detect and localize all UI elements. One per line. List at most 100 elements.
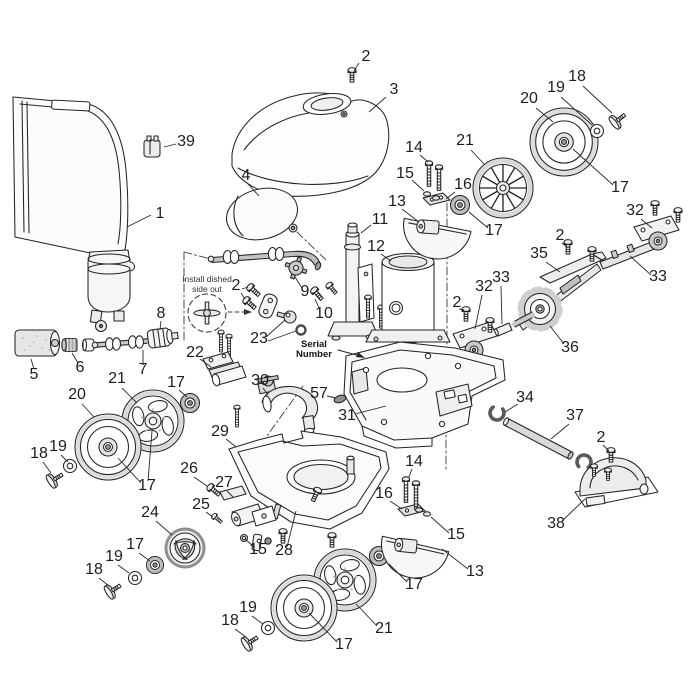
serial-number-label-line1: Serial [301,339,327,350]
diagram-notes: Install dished side out Serial Number [182,274,332,360]
leader-line [193,476,208,487]
part-callout-34: 34 [516,389,534,406]
leader-line [408,468,413,478]
part-19-washer [62,458,78,474]
serial-number-label-line2: Number [296,349,332,360]
leader-line [561,498,586,522]
part-callout-13: 13 [388,193,406,210]
leader-line [247,183,260,197]
leader-line [640,218,653,229]
part-34-clamp [488,404,506,422]
part-callout-2: 2 [362,48,371,65]
part-14-screw [424,160,434,187]
part-25-screw [210,511,224,526]
shaft-clamp [575,453,593,471]
part-callout-30: 30 [251,372,269,389]
part-callout-15: 15 [249,541,267,558]
part-callout-16: 16 [375,485,393,502]
part-14-screw [401,476,411,503]
leader-line [368,96,387,113]
part-callout-22: 22 [186,344,204,361]
part-callout-19: 19 [105,548,123,565]
part-29-sweep-pan [228,430,390,530]
leader-line [326,395,337,399]
part-callout-11: 11 [372,211,389,228]
leader-line [445,191,456,200]
part-callout-7: 7 [139,361,148,378]
install-note-figure [187,293,227,333]
part-callout-17: 17 [611,179,629,196]
part-22-bracket [202,329,247,387]
part-callout-16: 16 [454,176,472,193]
part-6-fittings [61,337,95,353]
install-note-line2: side out [192,284,222,294]
leader-line [550,423,570,440]
part-callout-15: 15 [396,165,414,182]
leader-line [430,516,450,534]
leader-line [355,603,378,627]
part-callout-24: 24 [141,504,159,521]
part-20-wheel [530,108,598,176]
part-1-debris-bag [12,96,136,333]
part-39-clip [143,135,161,158]
part-15-washer [431,195,441,201]
part-2-screw [461,306,471,322]
part-callout-39: 39 [177,133,195,150]
leader-line [500,285,503,325]
part-callout-2: 2 [597,429,606,446]
leader-line [42,461,52,474]
part-callout-38: 38 [547,515,565,532]
part-callout-32: 32 [626,202,644,219]
part-9-wing-knob [284,256,308,280]
part-callout-18: 18 [568,68,586,85]
part-2-screw [563,239,573,255]
part-17-bearing [145,555,165,575]
diagram-art [12,67,683,653]
part-28-screw [327,532,337,548]
leader-line [81,403,95,418]
callouts-layer: 2339141819202114151613171711123223533333… [30,48,667,653]
part-callout-20: 20 [520,90,538,107]
leader-line [205,511,214,518]
part-callout-28: 28 [275,542,293,559]
part-callout-14: 14 [405,139,423,156]
leader-line [234,628,247,638]
part-callout-17: 17 [485,222,503,239]
part-31-chassis [333,341,506,449]
part-callout-23: 23 [250,330,268,347]
part-callout-2: 2 [232,277,241,294]
serial-number-pointer [337,349,365,358]
leader-line [244,538,255,548]
part-callout-4: 4 [242,167,251,184]
part-19-washer [127,570,143,586]
part-callout-18: 18 [30,445,48,462]
leader-line [458,308,465,311]
leader-line [60,454,69,463]
leader-line [178,389,188,398]
leader-line [121,387,138,404]
part-callout-33: 33 [492,269,510,286]
leader-line [159,320,162,331]
leader-line [30,358,35,370]
part-14-screw [411,480,421,507]
part-11-feed-column [327,222,379,341]
leader-line [147,430,153,482]
part-17-bearing [449,194,471,216]
leader-line [535,107,554,123]
leader-line [262,387,269,396]
part-13-fin [380,531,451,581]
part-callout-1: 1 [156,205,165,222]
part-callout-17: 17 [335,636,353,653]
part-8-connector [146,327,179,349]
part-callout-18: 18 [221,612,239,629]
part-18-screw [44,467,67,490]
part-callout-2: 2 [453,294,462,311]
part-callout-17: 17 [405,576,423,593]
part-18-screw [102,578,125,601]
leader-line [240,292,246,300]
part-15-washer [422,511,432,517]
part-callout-33: 33 [649,268,667,285]
part-10-screw [308,285,326,303]
